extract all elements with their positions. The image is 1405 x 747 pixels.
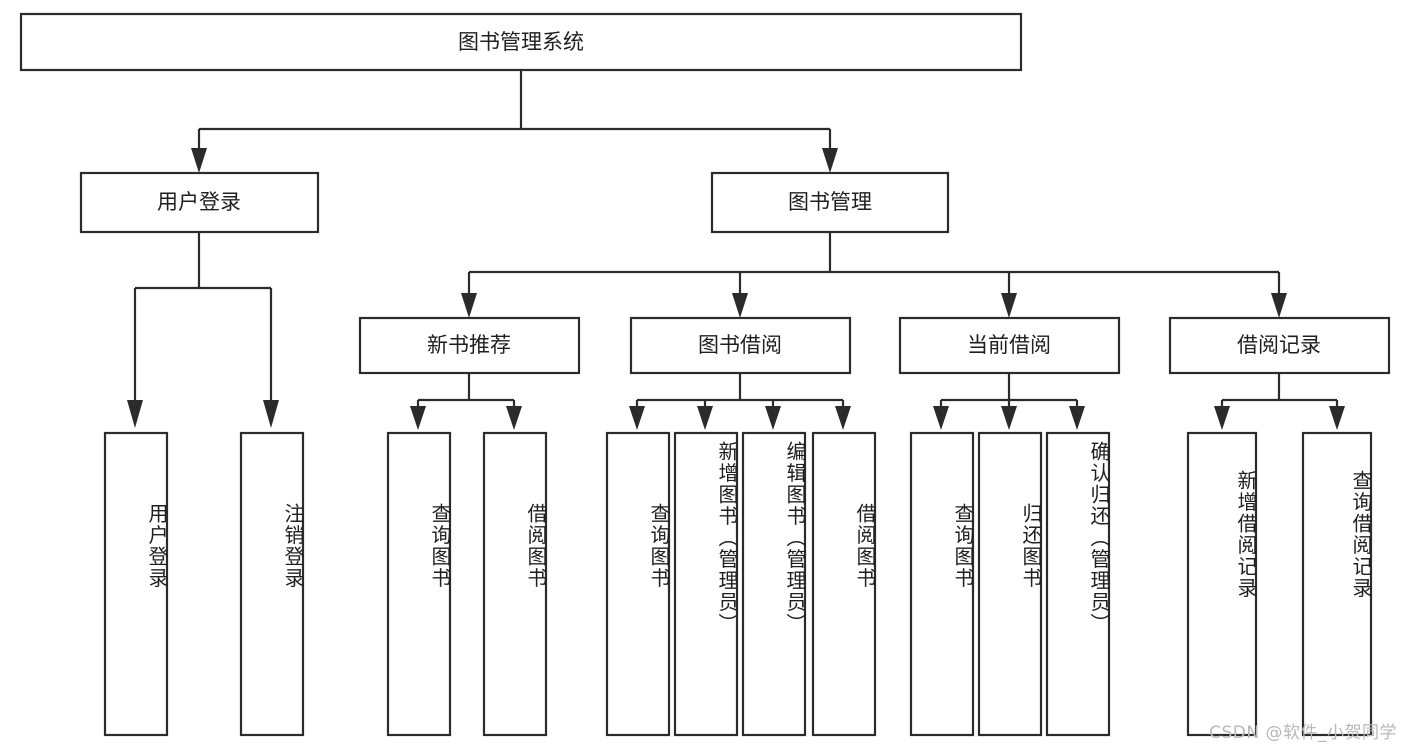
node-book-borrow-box[interactable] <box>629 316 852 375</box>
connector-group-current-borrow <box>933 373 1085 430</box>
node-new-book-recommend[interactable]: 新书推荐 <box>358 316 581 375</box>
node-book-manage-label: 图书管理 <box>788 190 872 214</box>
arrowhead-leaf-logout <box>263 400 279 428</box>
node-book-borrow[interactable]: 图书借阅 <box>629 316 852 375</box>
connector-group-borrow-record <box>1214 373 1345 430</box>
leaf-box-logout[interactable] <box>239 431 305 737</box>
leaf-box-query-record[interactable] <box>1301 431 1373 737</box>
arrowhead-current-borrow <box>1001 293 1017 318</box>
connector-group-book-manage <box>461 232 1287 318</box>
arrowhead-leaf-query-book-2 <box>629 406 645 430</box>
arrowhead-leaf-query-book-3 <box>933 406 949 430</box>
node-book-borrow-label: 图书借阅 <box>698 333 782 357</box>
node-book-manage[interactable]: 图书管理 <box>710 171 950 234</box>
leaf-box-query-book-1[interactable] <box>386 431 452 737</box>
arrowhead-book-borrow <box>732 293 748 318</box>
arrowhead-leaf-query-book-1 <box>410 406 426 430</box>
arrowhead-leaf-confirm-return <box>1069 406 1085 430</box>
leaf-box-query-book-3[interactable] <box>909 431 975 737</box>
node-borrow-record-label: 借阅记录 <box>1237 333 1321 357</box>
node-borrow-record-box[interactable] <box>1168 316 1391 375</box>
leaf-box-borrow-book-1[interactable] <box>482 431 548 737</box>
node-current-borrow-box[interactable] <box>898 316 1121 375</box>
node-new-book-recommend-label: 新书推荐 <box>427 333 511 357</box>
connector-group-book-borrow <box>629 373 851 430</box>
arrowhead-leaf-query-record <box>1329 406 1345 430</box>
leaf-box-edit-book[interactable] <box>741 431 807 737</box>
leaf-box-borrow-book-2[interactable] <box>811 431 877 737</box>
arrowhead-leaf-add-record <box>1214 406 1230 430</box>
leaf-box-user-login[interactable] <box>103 431 169 737</box>
leaf-box-add-book[interactable] <box>673 431 739 737</box>
csdn-watermark: CSDN @软件_小贺同学 <box>1209 723 1397 743</box>
leaf-box-query-book-2[interactable] <box>605 431 671 737</box>
connector-group-user-login <box>127 232 279 428</box>
arrowhead-leaf-user-login <box>127 400 143 428</box>
node-borrow-record[interactable]: 借阅记录 <box>1168 316 1391 375</box>
arrowhead-leaf-add-book <box>697 406 713 430</box>
arrowhead-book-manage <box>822 148 838 173</box>
node-user-login[interactable]: 用户登录 <box>79 171 320 234</box>
leaf-box-add-record[interactable] <box>1186 431 1258 737</box>
node-user-login-label: 用户登录 <box>157 190 241 214</box>
node-new-book-recommend-box[interactable] <box>358 316 581 375</box>
arrowhead-leaf-return-book <box>1001 406 1017 430</box>
node-root[interactable]: 图书管理系统 <box>19 12 1023 72</box>
arrowhead-leaf-edit-book <box>765 406 781 430</box>
arrowhead-leaf-borrow-book-1 <box>506 406 522 430</box>
arrowhead-borrow-record <box>1271 293 1287 318</box>
connector-group-root <box>191 70 838 173</box>
node-current-borrow[interactable]: 当前借阅 <box>898 316 1121 375</box>
arrowhead-new-book-recommend <box>461 293 477 318</box>
leaf-box-return-book[interactable] <box>977 431 1043 737</box>
arrowhead-leaf-borrow-book-2 <box>835 406 851 430</box>
node-user-login-box[interactable] <box>79 171 320 234</box>
arrowhead-user-login <box>191 148 207 173</box>
leaf-box-confirm-return[interactable] <box>1045 431 1111 737</box>
connector-group-new-book-recommend <box>410 373 522 430</box>
node-book-manage-box[interactable] <box>710 171 950 234</box>
node-root-box[interactable] <box>19 12 1023 72</box>
node-current-borrow-label: 当前借阅 <box>967 333 1051 357</box>
node-root-label: 图书管理系统 <box>458 30 584 54</box>
